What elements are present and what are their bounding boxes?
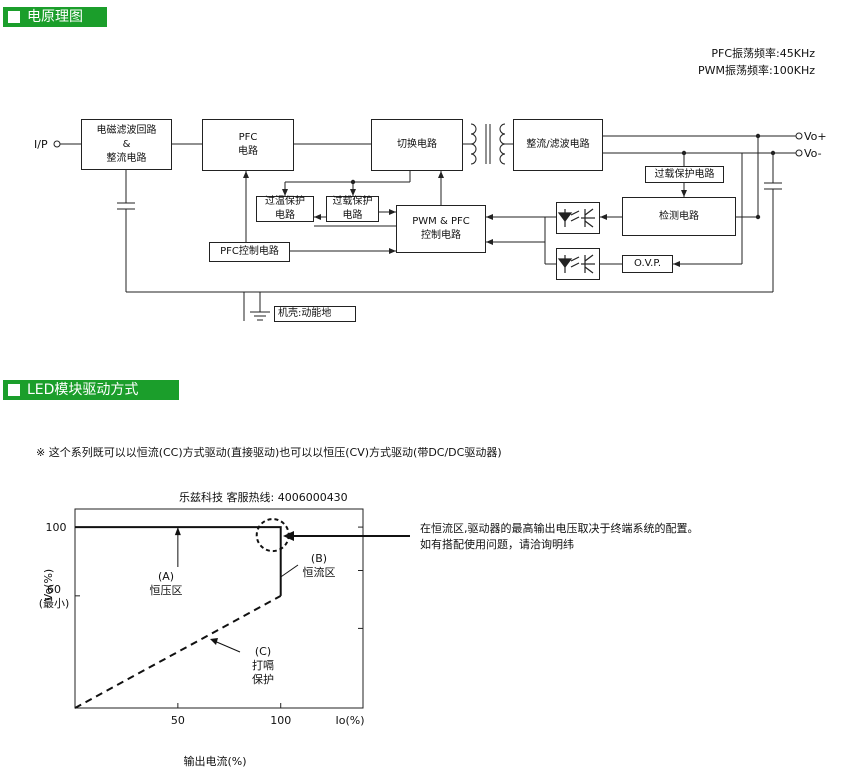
output-plus-label: Vo+ — [804, 130, 827, 143]
led-description: ※ 这个系列既可以以恒流(CC)方式驱动(直接驱动)也可以以恒压(CV)方式驱动… — [36, 446, 502, 459]
annotation-arrow — [280, 564, 299, 578]
pwm-frequency: PWM振荡频率:100KHz — [698, 64, 815, 77]
square-icon — [8, 384, 20, 396]
pfc-frequency: PFC振荡频率:45KHz — [711, 47, 815, 60]
emi-filter-block: 电磁滤波回路 & 整流电路 — [81, 119, 172, 170]
overload-protection-small-block: 过载保护 电路 — [326, 196, 379, 222]
y-tick-label: 100 — [46, 521, 67, 534]
detect-block: 检测电路 — [622, 197, 736, 236]
y-axis-label: Vo(%) — [42, 569, 55, 601]
annotation-label-c: (C) — [255, 645, 271, 658]
note-line-2: 如有搭配使用问题，请洽询明纬 — [420, 538, 574, 551]
annotation-label-b: (B) — [311, 552, 327, 565]
annotation-label-a: 恒压区 — [150, 584, 183, 597]
pfc-block: PFC 电路 — [202, 119, 294, 171]
annotation-arrow-head — [174, 527, 181, 536]
chart-frame — [74, 508, 364, 709]
switching-block: 切换电路 — [371, 119, 463, 171]
annotation-arrow-head — [210, 638, 218, 645]
x-tick-label: 50 — [171, 714, 185, 727]
x-axis-label: 输出电流(%) — [183, 754, 246, 768]
note-arrow-head — [283, 531, 294, 541]
series-line — [75, 526, 282, 596]
section-header-led: LED模块驱动方式 — [3, 380, 179, 400]
section-header-schematic: 电原理图 — [3, 7, 107, 27]
x-tick-label: 100 — [270, 714, 291, 727]
input-label: I/P — [34, 138, 48, 151]
output-minus-label: Vo- — [804, 147, 822, 160]
overload-protection-block: 过载保护电路 — [645, 166, 724, 183]
highlight-circle — [255, 518, 290, 553]
hotline: 乐兹科技 客服热线: 4006000430 — [179, 491, 348, 504]
x-tick-label: Io(%) — [335, 714, 364, 727]
rectify-filter-block: 整流/滤波电路 — [513, 119, 603, 171]
annotation-label-c: 打嗝 — [252, 658, 274, 672]
ovp-block: O.V.P. — [622, 255, 673, 273]
pfc-control-block: PFC控制电路 — [209, 242, 290, 262]
pwm-pfc-control-block: PWM & PFC 控制电路 — [396, 205, 486, 253]
section-title: LED模块驱动方式 — [27, 382, 139, 398]
annotation-label-c: 保护 — [252, 672, 274, 686]
optocoupler-icon — [556, 248, 600, 280]
note-line-1: 在恒流区,驱动器的最高输出电压取决于终端系统的配置。 — [420, 522, 699, 535]
y-tick-label: 60 — [47, 583, 61, 596]
series-line — [74, 594, 282, 709]
overtemp-protection-block: 过温保护 电路 — [256, 196, 314, 222]
section-title: 电原理图 — [27, 9, 83, 25]
annotation-label-b: 恒流区 — [303, 565, 336, 579]
schematic-wires — [53, 123, 803, 321]
annotation-label-a: (A) — [158, 570, 174, 583]
optocoupler-icon — [556, 202, 600, 234]
square-icon — [8, 11, 20, 23]
ground-label-block: 机壳:动能地 — [274, 306, 356, 322]
y-tick-label: (最小) — [39, 597, 70, 610]
